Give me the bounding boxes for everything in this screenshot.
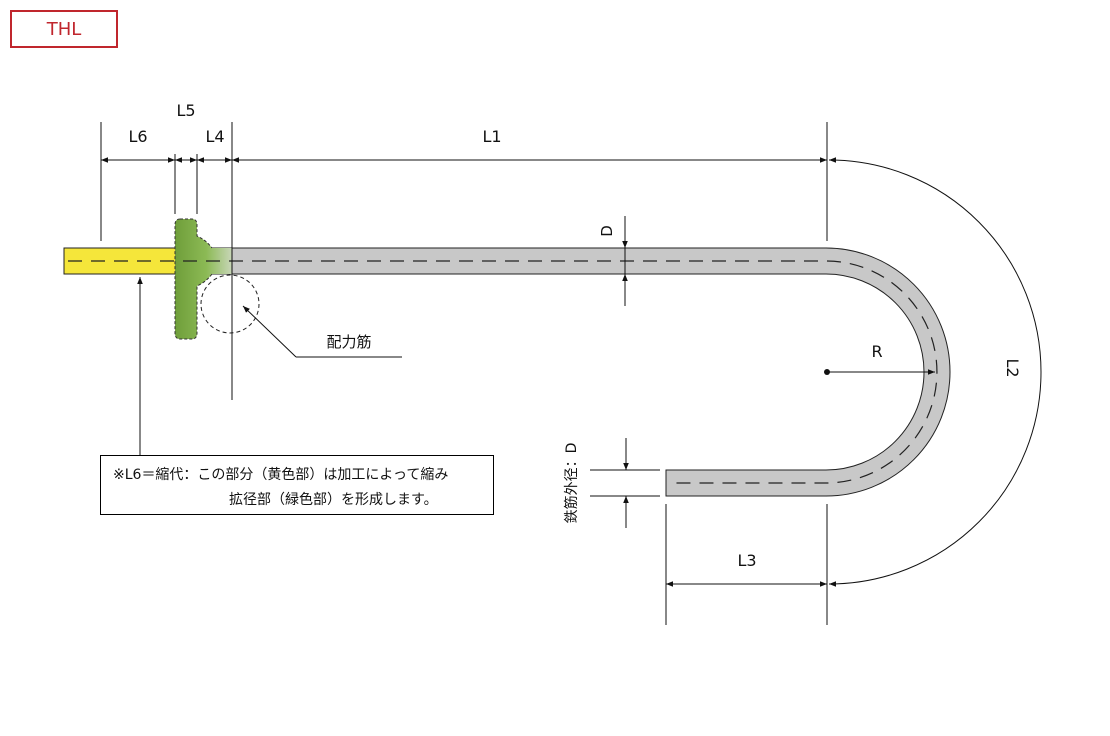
label-l6: L6 xyxy=(128,127,147,146)
thl-badge: THL xyxy=(10,10,118,48)
note-line-1: ※L6＝縮代：この部分（黄色部）は加工によって縮み xyxy=(113,467,449,483)
label-r: R xyxy=(871,342,882,361)
dim-l2-arc xyxy=(828,157,1042,587)
callout-leader xyxy=(242,305,297,358)
expanded-zone xyxy=(175,219,232,339)
label-l3: L3 xyxy=(737,551,756,570)
label-d: D xyxy=(598,225,616,237)
expanded-zone-outline xyxy=(174,218,213,340)
callout-label: 配力筋 xyxy=(326,333,371,351)
label-l5: L5 xyxy=(176,101,195,120)
note-line-2: 拡径部（緑色部）を形成します。 xyxy=(229,492,438,508)
label-l1: L1 xyxy=(482,127,501,146)
label-l2: L2 xyxy=(1003,358,1022,377)
distribution-bar-circle xyxy=(200,274,260,334)
label-outer-diameter: 鉄筋外径：D xyxy=(563,443,580,524)
label-l4: L4 xyxy=(205,127,224,146)
rebar-centerline xyxy=(68,260,938,484)
note-box: ※L6＝縮代：この部分（黄色部）は加工によって縮み 拡径部（緑色部）を形成します… xyxy=(100,455,494,515)
